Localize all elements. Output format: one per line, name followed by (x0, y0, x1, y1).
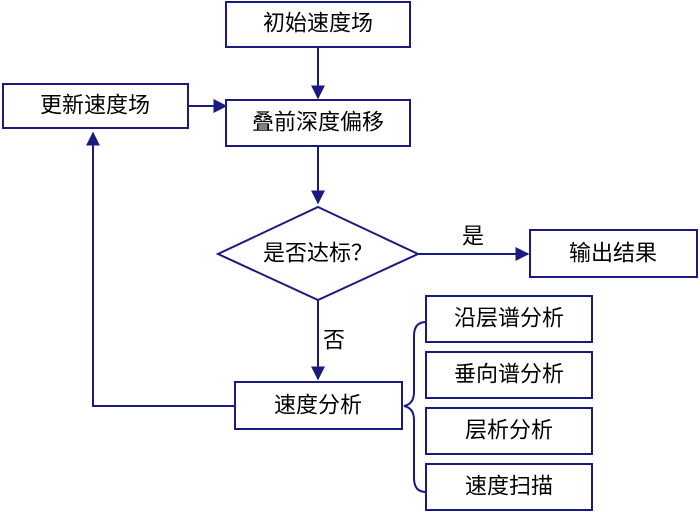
sub-label-3: 层析分析 (465, 419, 553, 444)
decision-label: 是否达标？ (263, 242, 373, 267)
sub-label-2: 垂向谱分析 (454, 363, 564, 388)
init-label: 初始速度场 (263, 12, 373, 37)
sub-label-1: 沿层谱分析 (454, 307, 564, 332)
brace-connector (403, 321, 427, 493)
migration-box (225, 99, 411, 147)
sub-box-2 (425, 351, 593, 399)
edge-label-no: 否 (323, 329, 345, 354)
output-box (529, 229, 698, 278)
edge-label-yes: 是 (462, 225, 484, 250)
analysis-box (234, 381, 403, 430)
sub-box-3 (425, 407, 593, 455)
init-box (225, 1, 411, 48)
update-label: 更新速度场 (40, 94, 150, 119)
update-box (2, 83, 189, 129)
sub-box-4 (425, 463, 593, 511)
output-label: 输出结果 (569, 242, 657, 267)
edge-analysis-to-update (86, 131, 235, 407)
analysis-label: 速度分析 (274, 394, 362, 419)
migration-label: 叠前深度偏移 (252, 111, 384, 136)
decision-diamond (215, 205, 421, 302)
sub-label-4: 速度扫描 (465, 475, 553, 500)
sub-box-1 (425, 295, 593, 343)
